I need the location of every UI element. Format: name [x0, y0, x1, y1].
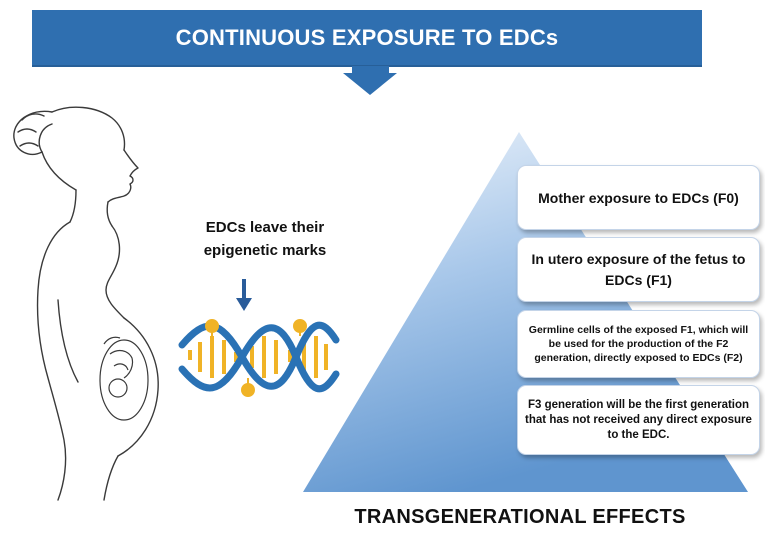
pyramid-box-f1: In utero exposure of the fetus to EDCs (… — [517, 237, 760, 302]
epigenetic-marks — [205, 319, 307, 397]
pyramid-box-f2: Germline cells of the exposed F1, which … — [517, 310, 760, 378]
top-banner: CONTINUOUS EXPOSURE TO EDCs — [32, 10, 702, 67]
fetus-icon — [99, 336, 149, 421]
pregnant-woman-icon — [13, 106, 159, 501]
dna-strand-b — [178, 324, 340, 393]
dna-helix — [178, 279, 340, 397]
footer-title: TRANSGENERATIONAL EFFECTS — [354, 506, 686, 528]
dna-caption: EDCs leave their epigenetic marks — [203, 219, 327, 259]
pyramid-box-f0: Mother exposure to EDCs (F0) — [517, 165, 760, 230]
banner-title: CONTINUOUS EXPOSURE TO EDCs — [175, 25, 559, 50]
banner-down-arrow — [343, 66, 397, 95]
pyramid-box-f3: F3 generation will be the first generati… — [517, 385, 760, 455]
dna-down-arrow-head — [236, 298, 252, 311]
